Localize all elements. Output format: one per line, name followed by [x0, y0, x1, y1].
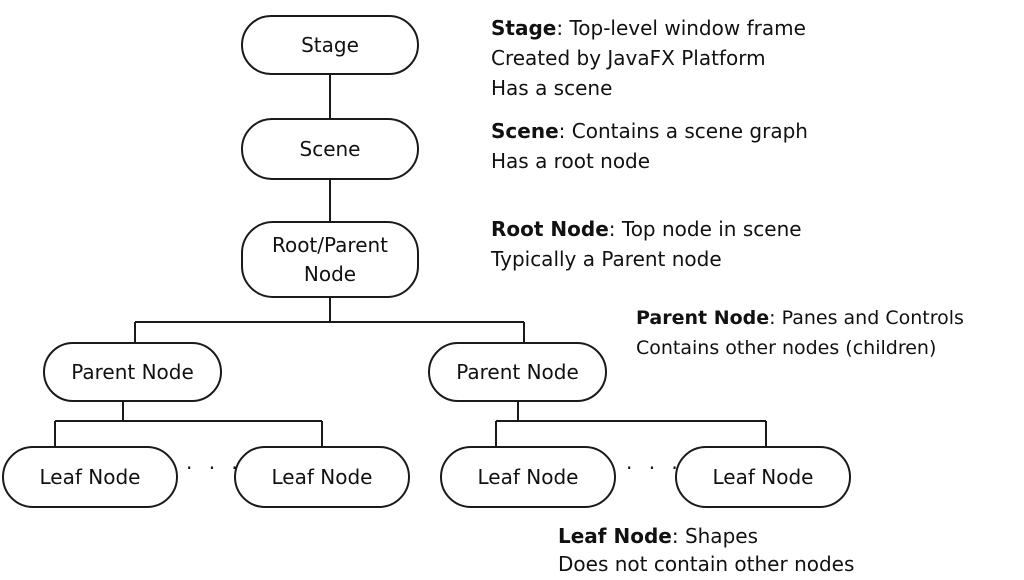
leaf-node-2: Leaf Node — [234, 446, 410, 508]
parent-desc-line-1: Panes and Controls — [781, 307, 964, 329]
stage-desc-line-3: Has a scene — [491, 76, 613, 100]
stage-term: Stage — [491, 16, 557, 40]
leaf-desc-line-1: Shapes — [684, 524, 758, 548]
parent-description: Parent Node: Panes and Controls Contains… — [636, 303, 964, 363]
parent-node-right: Parent Node — [428, 342, 607, 402]
stage-node: Stage — [241, 15, 419, 75]
leaf-term: Leaf Node — [558, 524, 672, 548]
stage-desc-line-1: Top-level window frame — [569, 16, 806, 40]
ellipsis-left: · · · — [186, 456, 243, 480]
parent-desc-line-2: Contains other nodes (children) — [636, 337, 937, 359]
root-parent-node: Root/Parent Node — [241, 221, 419, 298]
stage-desc-line-2: Created by JavaFX Platform — [491, 46, 766, 70]
scene-desc-line-1: Contains a scene graph — [571, 119, 808, 143]
parent-term: Parent Node — [636, 307, 770, 329]
root-desc-line-2: Typically a Parent node — [491, 247, 722, 271]
leaf-node-1: Leaf Node — [2, 446, 178, 508]
scene-node: Scene — [241, 118, 419, 180]
stage-description: Stage: Top-level window frame Created by… — [491, 13, 806, 103]
leaf-desc-line-2: Does not contain other nodes — [558, 552, 855, 576]
scene-desc-line-2: Has a root node — [491, 149, 651, 173]
root-term: Root Node — [491, 217, 609, 241]
root-description: Root Node: Top node in scene Typically a… — [491, 214, 802, 274]
leaf-node-3: Leaf Node — [440, 446, 616, 508]
ellipsis-right: · · · — [626, 456, 683, 480]
root-desc-line-1: Top node in scene — [621, 217, 802, 241]
scene-term: Scene — [491, 119, 559, 143]
parent-node-left: Parent Node — [43, 342, 222, 402]
leaf-node-4: Leaf Node — [675, 446, 851, 508]
scene-description: Scene: Contains a scene graph Has a root… — [491, 116, 808, 176]
leaf-description: Leaf Node: Shapes Does not contain other… — [558, 524, 855, 576]
